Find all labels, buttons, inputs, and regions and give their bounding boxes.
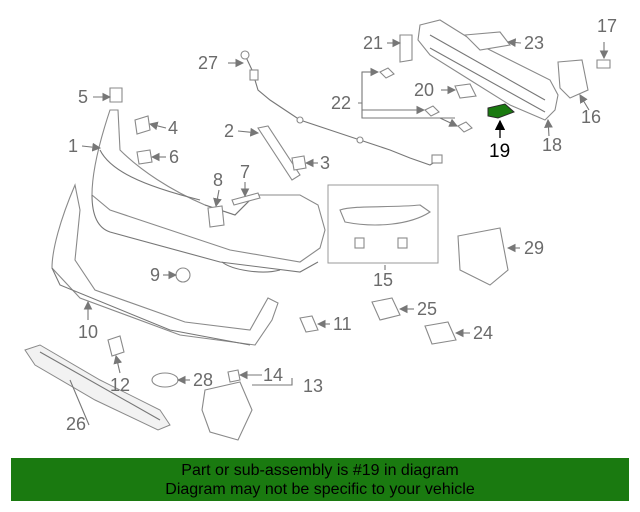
callout-21: 21 bbox=[363, 33, 383, 53]
bracket-21-part bbox=[399, 34, 413, 63]
banner-line-1: Part or sub-assembly is #19 in diagram bbox=[181, 462, 459, 479]
mount-16-part bbox=[557, 59, 589, 99]
callout-29: 29 bbox=[524, 238, 544, 258]
grommet-28-part bbox=[151, 372, 179, 388]
clip-6-part bbox=[136, 149, 153, 165]
wiring-harness-part bbox=[240, 50, 443, 166]
bumper-cover-part bbox=[91, 109, 326, 273]
callout-2: 2 bbox=[224, 121, 234, 141]
callout-25: 25 bbox=[417, 299, 437, 319]
bracket-29-part bbox=[457, 227, 509, 286]
clip-4-part bbox=[134, 115, 151, 135]
reflector-group-15 bbox=[327, 184, 439, 264]
nut-14-part bbox=[227, 369, 241, 383]
callout-15: 15 bbox=[373, 270, 393, 290]
lower-bumper-part bbox=[51, 183, 279, 346]
callout-3: 3 bbox=[320, 153, 330, 173]
callout-6: 6 bbox=[169, 147, 179, 167]
bracket-13-part bbox=[201, 381, 253, 441]
callout-7: 7 bbox=[240, 162, 250, 182]
callout-11: 11 bbox=[333, 314, 352, 334]
callout-labels: 1 2 3 4 5 6 7 8 9 10 11 12 13 14 15 16 1… bbox=[66, 16, 617, 434]
bracket-20-part bbox=[454, 83, 477, 99]
callout-18: 18 bbox=[542, 135, 562, 155]
callout-10: 10 bbox=[78, 322, 98, 342]
part-info-banner: Part or sub-assembly is #19 in diagram D… bbox=[11, 458, 629, 501]
clip-12-part bbox=[107, 335, 125, 357]
callout-16: 16 bbox=[581, 107, 601, 127]
sensor-25-part bbox=[371, 297, 401, 321]
leader-lines bbox=[69, 38, 609, 426]
plug-9-part bbox=[175, 267, 191, 283]
callout-23: 23 bbox=[524, 33, 544, 53]
clip-5-part bbox=[109, 87, 123, 103]
callout-8: 8 bbox=[213, 170, 223, 190]
callout-24: 24 bbox=[473, 323, 493, 343]
callout-1: 1 bbox=[68, 136, 78, 156]
screw-11-part bbox=[299, 315, 319, 333]
callout-12: 12 bbox=[110, 375, 130, 395]
highlighted-part-19 bbox=[487, 103, 515, 119]
sensor-24-part bbox=[424, 321, 457, 345]
callout-5: 5 bbox=[78, 87, 88, 107]
callout-27: 27 bbox=[198, 53, 218, 73]
callout-9: 9 bbox=[150, 265, 160, 285]
bolt-17-part bbox=[596, 59, 611, 69]
callout-19: 19 bbox=[489, 141, 510, 162]
parts-diagram: 1 2 3 4 5 6 7 8 9 10 11 12 13 14 15 16 1… bbox=[24, 16, 617, 441]
callout-22: 22 bbox=[331, 93, 351, 113]
callout-17: 17 bbox=[597, 16, 617, 36]
bolts-22-part bbox=[379, 67, 473, 133]
plate-8-part bbox=[207, 205, 225, 228]
callout-13: 13 bbox=[303, 376, 323, 396]
callout-14: 14 bbox=[263, 365, 283, 385]
lower-trim-part bbox=[24, 344, 171, 431]
fastener-3-part bbox=[291, 155, 307, 171]
callout-4: 4 bbox=[168, 118, 178, 138]
callout-28: 28 bbox=[193, 370, 213, 390]
callout-26: 26 bbox=[66, 414, 86, 434]
banner-line-2: Diagram may not be specific to your vehi… bbox=[165, 481, 475, 498]
bracket-2-part bbox=[257, 125, 301, 181]
callout-20: 20 bbox=[414, 80, 434, 100]
